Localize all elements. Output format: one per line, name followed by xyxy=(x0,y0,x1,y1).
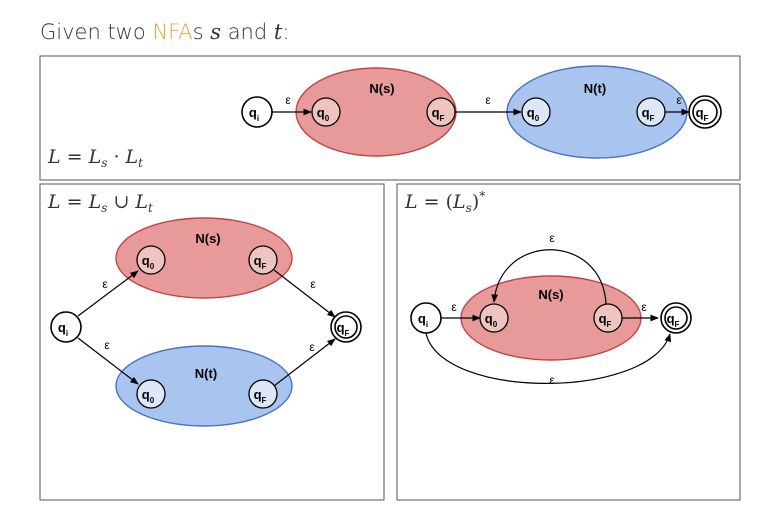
union-state-qi: qi xyxy=(50,311,82,343)
heading-suffix: s xyxy=(192,20,211,44)
svg-text:qF: qF xyxy=(337,320,350,338)
union-eps-2: ε xyxy=(104,338,110,352)
union-final-state: qF xyxy=(330,311,362,343)
union-eps-1: ε xyxy=(102,277,108,291)
star-final-state: qF xyxy=(660,302,692,334)
svg-text:qi: qi xyxy=(249,105,259,123)
union-edge-nt-final xyxy=(273,338,336,387)
svg-text:qi: qi xyxy=(418,311,428,329)
concat-eps-3: ε xyxy=(676,93,682,107)
svg-text:q0: q0 xyxy=(317,105,330,123)
concat-final-state: qF xyxy=(688,95,722,129)
svg-text:qi: qi xyxy=(58,320,68,338)
union-ns-state-q0: q0 xyxy=(136,245,166,275)
svg-text:q0: q0 xyxy=(142,387,155,405)
svg-text:qF: qF xyxy=(599,311,612,329)
star-ns-state-q0: q0 xyxy=(479,303,509,333)
concat-formula: L = Ls · Lt xyxy=(47,146,143,170)
union-eps-4: ε xyxy=(309,340,315,354)
star-formula: L = (Ls)* xyxy=(404,189,485,215)
concat-state-qi: qi xyxy=(241,96,273,128)
heading-nfa-acronym: NFA xyxy=(152,20,193,44)
concat-eps-2: ε xyxy=(485,93,491,107)
union-formula: L = Ls ∪ Lt xyxy=(47,191,153,215)
union-edge-qi-nt xyxy=(77,337,139,385)
union-edge-qi-ns xyxy=(77,270,139,317)
union-eps-3: ε xyxy=(310,277,316,291)
concat-ns-state-q0: q0 xyxy=(311,97,341,127)
star-loop-edge xyxy=(491,249,607,305)
svg-text:qF: qF xyxy=(254,253,267,271)
concat-eps-1: ε xyxy=(285,93,291,107)
concat-ns-state-qf: qF xyxy=(426,97,456,127)
star-eps-1: ε xyxy=(451,300,457,314)
heading-var-t: t xyxy=(273,20,283,44)
union-nt-machine xyxy=(115,345,293,427)
svg-text:q0: q0 xyxy=(527,105,540,123)
star-state-qi: qi xyxy=(410,302,442,334)
heading-conj: and xyxy=(221,20,274,44)
union-edge-ns-final xyxy=(273,269,336,318)
union-nt-state-qf: qF xyxy=(248,379,278,409)
concat-nt-label: N(t) xyxy=(584,81,606,96)
svg-text:qF: qF xyxy=(696,105,709,123)
svg-text:qF: qF xyxy=(254,387,267,405)
union-nt-label: N(t) xyxy=(195,366,217,381)
slide-heading: Given two NFAs s and t: xyxy=(40,20,289,44)
union-ns-state-qf: qF xyxy=(248,245,278,275)
heading-colon: : xyxy=(282,20,290,44)
svg-text:q0: q0 xyxy=(142,253,155,271)
star-bypass-edge xyxy=(425,332,671,384)
union-ns-machine xyxy=(115,217,293,299)
concat-nt-state-q0: q0 xyxy=(521,97,551,127)
concat-nt-state-qf: qF xyxy=(636,97,666,127)
svg-text:qF: qF xyxy=(642,105,655,123)
star-ns-label: N(s) xyxy=(538,287,563,302)
concat-ns-label: N(s) xyxy=(369,81,394,96)
heading-var-s: s xyxy=(210,20,222,44)
svg-text:qF: qF xyxy=(432,105,445,123)
union-ns-label: N(s) xyxy=(195,231,220,246)
star-eps-loop: ε xyxy=(549,231,555,245)
heading-prefix: Given two xyxy=(40,20,153,44)
svg-text:q0: q0 xyxy=(485,311,498,329)
svg-text:qF: qF xyxy=(667,311,680,329)
union-nt-state-q0: q0 xyxy=(136,379,166,409)
star-ns-state-qf: qF xyxy=(593,303,623,333)
star-eps-bypass: ε xyxy=(549,373,555,387)
star-eps-2: ε xyxy=(641,300,647,314)
